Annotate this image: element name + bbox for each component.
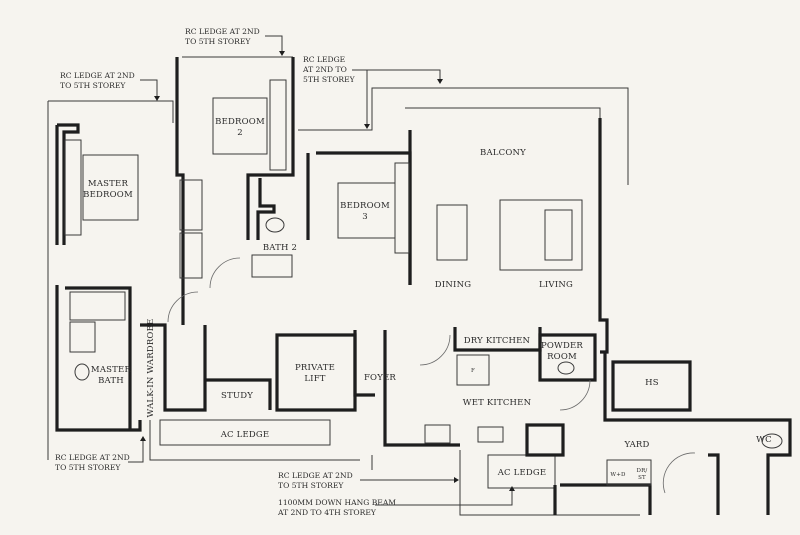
dining-table	[436, 204, 468, 261]
furniture	[64, 79, 783, 494]
bedroom-2-bed	[212, 97, 268, 155]
label-balcony: BALCONY	[480, 148, 526, 158]
label-washer-dryer: W+D	[610, 472, 626, 478]
label-dryer-stand: DR/ST	[636, 468, 647, 481]
label-wet-kitchen: WET KITCHEN	[463, 398, 532, 408]
label-wc: WC	[756, 435, 772, 445]
bathtub	[69, 291, 126, 321]
arrow-icon	[140, 436, 146, 441]
hob	[424, 424, 451, 444]
master-bed	[82, 154, 139, 221]
label-living: LIVING	[539, 280, 573, 290]
arrow-icon	[279, 51, 285, 56]
arrow-icon	[437, 79, 443, 84]
label-yard: YARD	[623, 440, 649, 450]
arrow-icon	[154, 96, 160, 101]
label-ac-ledge-left: AC LEDGE	[220, 430, 270, 440]
label-foyer: FOYER	[364, 373, 396, 383]
walls	[55, 57, 792, 515]
living-sofa	[499, 199, 583, 271]
label-ac-ledge-right: AC LEDGE	[497, 468, 547, 478]
label-hs: HS	[645, 378, 659, 388]
label-dry-kitchen: DRY KITCHEN	[464, 336, 531, 346]
arrow-icon	[454, 477, 459, 483]
label-bath-2: BATH 2	[263, 243, 297, 253]
label-fridge: F	[471, 368, 475, 374]
arrow-icon	[509, 486, 515, 491]
label-dining: DINING	[435, 280, 471, 290]
sink	[477, 426, 504, 443]
ledge-outlines	[47, 56, 640, 516]
arrow-icon	[364, 124, 370, 129]
label-walk-in-wardrobe: WALK-IN WARDROBE	[146, 319, 156, 418]
label-study: STUDY	[221, 391, 253, 401]
